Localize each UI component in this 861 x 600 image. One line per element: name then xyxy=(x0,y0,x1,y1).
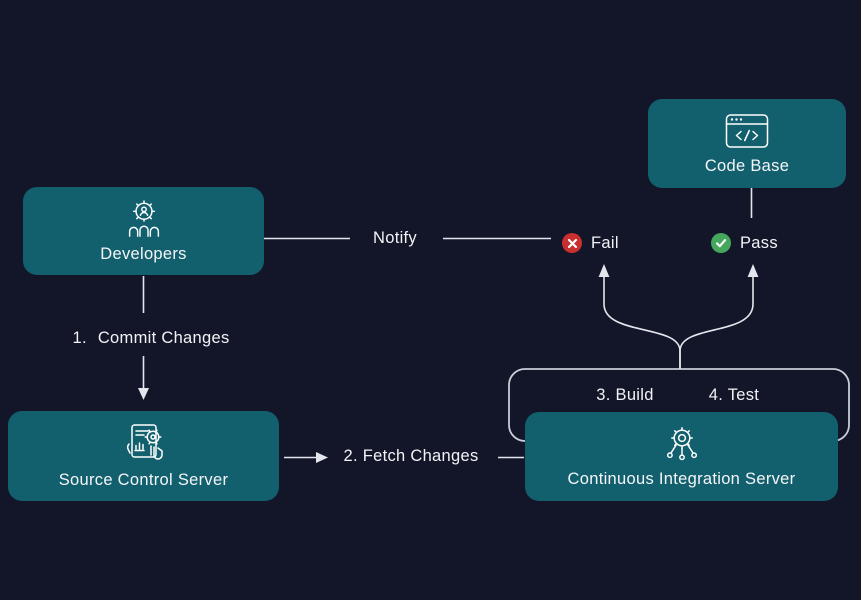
status-pass: Pass xyxy=(711,233,778,253)
edge-label-commit-number: 1. xyxy=(72,329,87,347)
status-pass-label: Pass xyxy=(740,233,778,252)
fetch-arrowhead xyxy=(316,452,328,463)
edge-label-notify: Notify xyxy=(373,229,417,247)
team-gear-icon xyxy=(121,198,167,238)
fail-branch-curve xyxy=(603,276,681,369)
node-ci-server-label: Continuous Integration Server xyxy=(567,469,796,488)
commit-arrowhead xyxy=(138,388,149,400)
node-developers: Developers xyxy=(23,187,264,275)
edge-label-build: 3. Build xyxy=(596,386,654,404)
edge-label-commit: 1. Commit Changes xyxy=(51,329,251,348)
edge-label-fetch: 2. Fetch Changes xyxy=(343,447,479,465)
node-code-base: Code Base xyxy=(648,99,846,188)
node-source-control: Source Control Server xyxy=(8,411,279,501)
node-code-base-label: Code Base xyxy=(704,156,790,175)
check-circle-icon xyxy=(711,233,731,253)
node-developers-label: Developers xyxy=(100,245,187,263)
document-gear-hand-icon xyxy=(120,422,168,464)
status-fail: Fail xyxy=(562,233,619,253)
pass-arrowhead xyxy=(747,264,759,277)
status-fail-label: Fail xyxy=(591,233,619,252)
gear-network-icon xyxy=(661,425,703,463)
fail-arrowhead xyxy=(598,264,610,277)
code-window-icon xyxy=(724,112,770,150)
pass-branch-curve xyxy=(679,276,754,369)
edge-label-test: 4. Test xyxy=(708,386,760,404)
node-ci-server: Continuous Integration Server xyxy=(525,412,838,501)
edge-label-commit-text: Commit Changes xyxy=(97,329,230,347)
node-source-control-label: Source Control Server xyxy=(58,471,229,489)
x-circle-icon xyxy=(562,233,582,253)
